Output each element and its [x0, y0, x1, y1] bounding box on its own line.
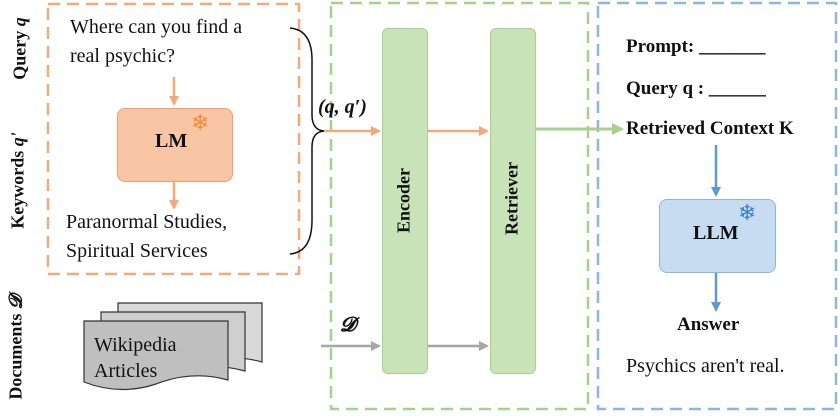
query-panel — [46, 2, 301, 276]
wiki-text-line2: Articles — [94, 360, 158, 382]
lm-box — [117, 108, 233, 182]
retriever-box — [490, 28, 536, 374]
retriever-label: Retriever — [501, 162, 522, 235]
query-text-line1: Where can you find a — [70, 16, 243, 38]
retrieval-panel — [329, 1, 590, 411]
encoder-label: Encoder — [393, 168, 414, 233]
query-text-line2: real psychic? — [70, 45, 175, 67]
keywords-text-line1: Paranormal Studies, — [66, 211, 228, 233]
llm-label: LLM — [693, 222, 739, 244]
encoder-box — [382, 28, 428, 374]
query-field-label: Query q : ______ — [626, 78, 766, 99]
generation-panel — [596, 1, 838, 411]
llm-box — [659, 199, 776, 273]
retrieved-context-label: Retrieved Context K — [626, 118, 794, 139]
lm-label: LM — [155, 130, 188, 152]
snowflake-icon: ❄ — [191, 111, 210, 136]
wikipedia-documents-icon — [83, 302, 263, 391]
answer-label: Answer — [677, 314, 740, 335]
keywords-text-line2: Spiritual Services — [66, 240, 208, 262]
side-label-query: Query q — [9, 17, 30, 80]
side-label-documents: Documents 𝓓 — [5, 295, 26, 400]
answer-text: Psychics aren't real. — [626, 355, 785, 377]
curly-brace — [289, 27, 325, 255]
prompt-label: Prompt: _______ — [626, 36, 766, 57]
side-label-keywords: Keywords q' — [7, 132, 28, 229]
documents-label: 𝓓 — [340, 314, 356, 336]
wiki-text-line1: Wikipedia — [94, 334, 177, 356]
snowflake-icon: ❄ — [738, 201, 757, 226]
query-pair-label: (q, q′) — [318, 96, 367, 118]
